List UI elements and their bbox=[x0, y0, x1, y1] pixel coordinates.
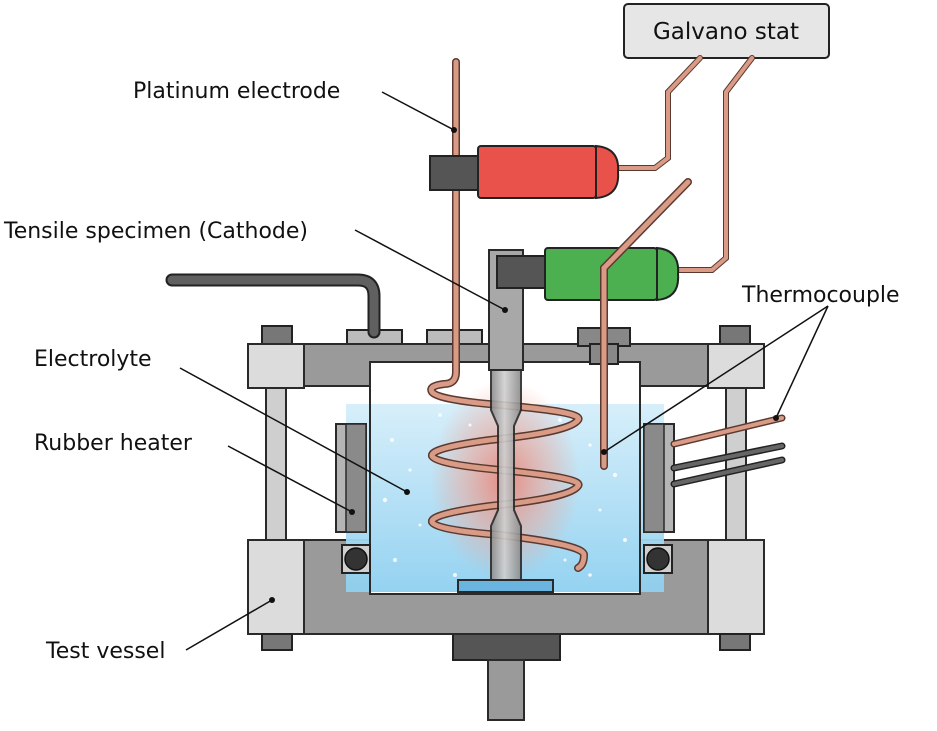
label-rubber-heater: Rubber heater bbox=[34, 431, 193, 456]
green-clip bbox=[496, 246, 680, 302]
leader-lines bbox=[179, 91, 829, 651]
platinum-electrode bbox=[427, 58, 588, 572]
galvanostat-label: Galvano stat bbox=[653, 19, 799, 45]
red-clip bbox=[429, 144, 620, 200]
label-tensile-specimen: Tensile specimen (Cathode) bbox=[3, 219, 308, 244]
label-thermocouple: Thermocouple bbox=[741, 283, 900, 308]
label-platinum-electrode: Platinum electrode bbox=[133, 79, 340, 104]
labels: Platinum electrode Tensile specimen (Cat… bbox=[3, 79, 900, 664]
o-rings bbox=[341, 544, 673, 574]
label-test-vessel: Test vessel bbox=[45, 639, 165, 664]
thermocouple-probe bbox=[577, 178, 692, 470]
tensile-specimen bbox=[457, 249, 554, 593]
gas-pipe bbox=[165, 273, 381, 339]
bottom-shaft bbox=[452, 633, 561, 721]
galvanostat-wires bbox=[612, 55, 755, 273]
external-wires bbox=[670, 414, 786, 488]
label-electrolyte: Electrolyte bbox=[34, 347, 152, 372]
galvanostat-box: Galvano stat bbox=[623, 3, 830, 59]
